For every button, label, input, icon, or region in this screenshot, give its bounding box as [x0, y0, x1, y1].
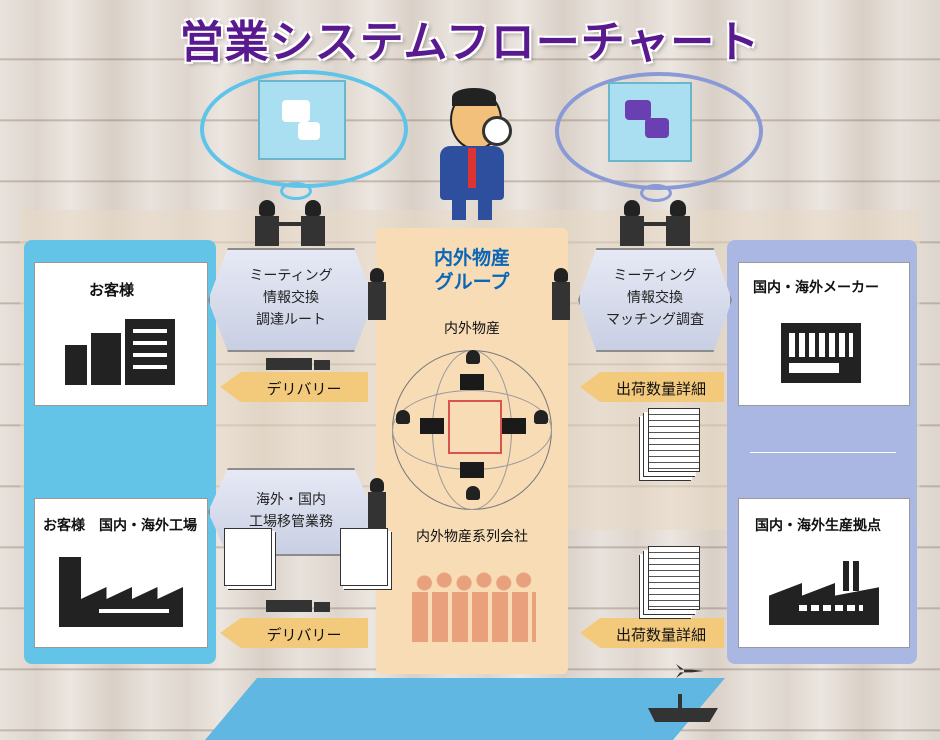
- truck-icon: [266, 354, 330, 374]
- company-label: 内外物産: [444, 321, 500, 337]
- meeting-arrow-left: ミーティング 情報交換 調達ルート: [208, 248, 374, 352]
- maker-label: 国内・海外メーカー: [753, 280, 879, 296]
- shipment-arrow-bottom: 出荷数量詳細: [580, 618, 724, 648]
- meeting-left-line2: 情報交換: [263, 290, 319, 306]
- factory-label: お客様 国内・海外工場: [43, 518, 197, 534]
- puzzle-piece-white: [282, 100, 310, 122]
- meeting-arrow-right: ミーティング 情報交換 マッチング調査: [578, 248, 732, 352]
- document-icon: [340, 528, 388, 586]
- customer-label: お客様: [89, 281, 135, 299]
- divider: [750, 452, 896, 453]
- truck-icon: [266, 596, 330, 616]
- thought-dot: [640, 184, 672, 202]
- building-icon: [65, 319, 175, 385]
- overseas-line2: 工場移管業務: [249, 514, 333, 530]
- maker-card: 国内・海外メーカー: [738, 262, 910, 406]
- customer-card: お客様: [34, 262, 208, 406]
- group-title-line2: グループ: [434, 271, 510, 293]
- crowd-icon: [412, 570, 536, 642]
- walking-man-icon: [364, 478, 390, 532]
- delivery-top-label: デリバリー: [266, 380, 342, 398]
- thought-dot: [280, 182, 312, 200]
- delivery-arrow-top: デリバリー: [220, 372, 368, 402]
- businessman-icon: [430, 88, 520, 220]
- meeting-left-line1: ミーティング: [249, 268, 333, 284]
- meeting-right-line1: ミーティング: [613, 268, 697, 284]
- meeting-right-line2: 情報交換: [627, 290, 683, 306]
- puzzle-piece-purple: [625, 100, 651, 120]
- factory-icon: [59, 557, 183, 627]
- globe-network-icon: [386, 344, 558, 516]
- affiliates-label: 内外物産系列会社: [416, 529, 528, 545]
- group-title-line1: 内外物産: [433, 247, 510, 269]
- spreadsheet-icon: [648, 408, 700, 472]
- delivery-arrow-bottom: デリバリー: [220, 618, 368, 648]
- shipment-bottom-label: 出荷数量詳細: [615, 626, 706, 644]
- shipment-arrow-top: 出荷数量詳細: [580, 372, 724, 402]
- meeting-icon: [255, 200, 325, 250]
- shipment-top-label: 出荷数量詳細: [615, 380, 706, 398]
- document-icon: [224, 528, 272, 586]
- floor-platform: [205, 678, 725, 740]
- meeting-left-line3: 調達ルート: [256, 312, 326, 328]
- factory-card: お客様 国内・海外工場: [34, 498, 208, 648]
- page-title: 営業システムフローチャート: [179, 17, 761, 68]
- overseas-line1: 海外・国内: [256, 492, 326, 508]
- ship-icon: [648, 694, 718, 722]
- maker-building-icon: [781, 323, 861, 383]
- production-card: 国内・海外生産拠点: [738, 498, 910, 648]
- puzzle-piece-white: [298, 122, 320, 140]
- meeting-icon: [620, 200, 690, 250]
- production-label: 国内・海外生産拠点: [755, 518, 881, 534]
- walking-man-icon: [548, 268, 574, 322]
- meeting-right-line3: マッチング調査: [606, 312, 704, 328]
- walking-man-icon: [364, 268, 390, 322]
- production-factory-icon: [769, 561, 879, 625]
- spreadsheet-icon: [648, 546, 700, 610]
- puzzle-piece-purple: [645, 118, 669, 138]
- delivery-bottom-label: デリバリー: [266, 626, 342, 644]
